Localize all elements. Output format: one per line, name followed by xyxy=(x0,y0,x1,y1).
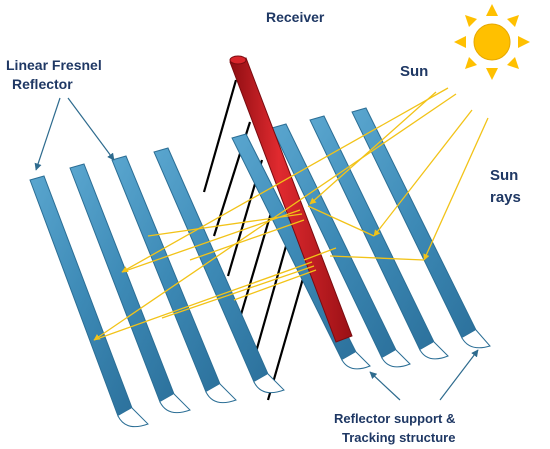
reflector-mirror xyxy=(69,163,191,414)
support-label-line1: Reflector support & xyxy=(334,411,455,426)
reflector-row-front xyxy=(29,147,285,428)
receiver-tube xyxy=(229,55,353,343)
receiver-label: Receiver xyxy=(266,9,325,25)
annotation-arrows xyxy=(34,97,479,401)
fresnel-label-line1: Linear Fresnel xyxy=(6,57,102,73)
reflector-mirror xyxy=(111,155,237,404)
reflector-mirror xyxy=(309,115,449,360)
support-label-line2: Tracking structure xyxy=(342,430,455,445)
sun-rays-label-line1: Sun xyxy=(490,167,518,184)
fresnel-label-line2: Reflector xyxy=(12,76,73,92)
reflector-mirror xyxy=(351,107,491,349)
sun-rays xyxy=(93,87,489,341)
reflector-mirror xyxy=(271,123,411,368)
reflector-mirror xyxy=(153,147,285,394)
sun-rays-label-line2: rays xyxy=(490,189,521,206)
reflector-mirror xyxy=(29,175,149,428)
sun-icon xyxy=(454,4,530,80)
sun-label: Sun xyxy=(400,63,428,80)
reflector-row-back xyxy=(231,107,491,370)
